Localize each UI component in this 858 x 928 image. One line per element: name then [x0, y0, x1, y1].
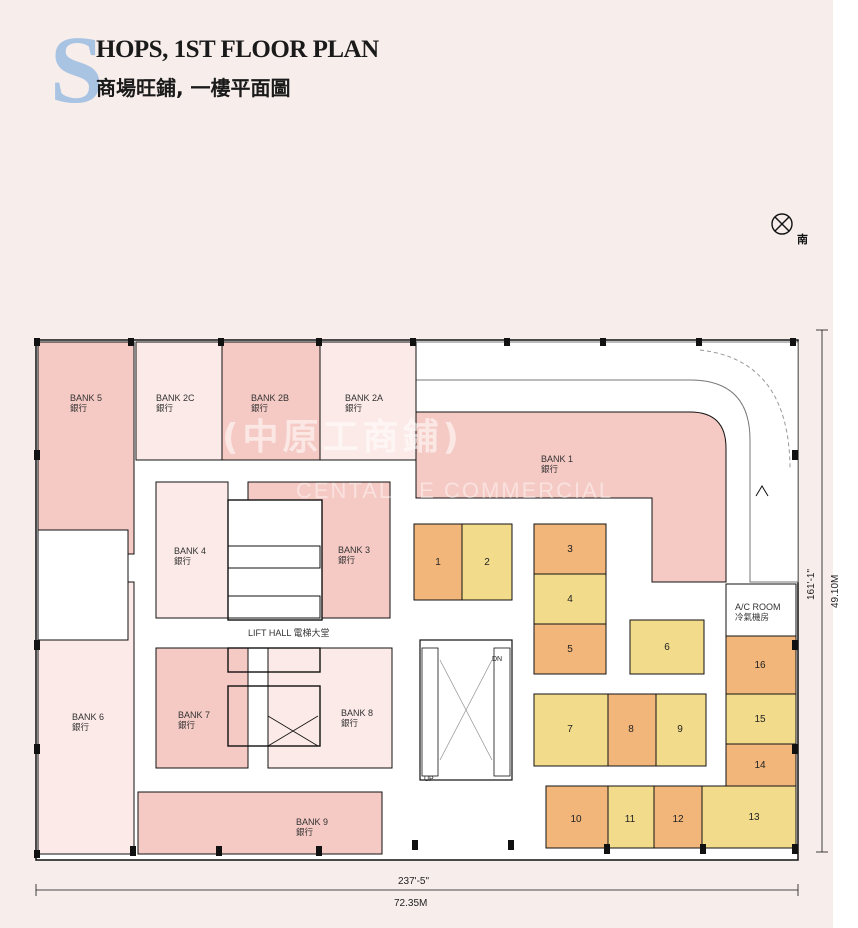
- watermark-chinese: (中原工商鋪): [222, 417, 463, 458]
- shop-12-label: 12: [672, 814, 684, 825]
- shop-3-label: 3: [567, 544, 573, 555]
- bank-2a-area: [319, 341, 417, 461]
- shop-13-label: 13: [748, 812, 760, 823]
- shop-12-area: [653, 785, 703, 849]
- title-english: HOPS, 1ST FLOOR PLAN: [96, 36, 379, 63]
- shop-9-label: 9: [677, 724, 683, 735]
- shop-2-label: 2: [484, 557, 490, 568]
- shop-2-area: [461, 523, 513, 601]
- ac-room-area: [725, 583, 797, 637]
- bank-2c-area: [135, 341, 223, 461]
- lift-hall-label: LIFT HALL 電梯大堂: [248, 628, 330, 639]
- title-chinese: 商場旺鋪, 一樓平面圖: [96, 76, 291, 100]
- shop-16-area: [725, 635, 797, 695]
- shop-8-label: 8: [628, 724, 634, 735]
- shop-5-area: [533, 623, 607, 675]
- title-initial: S: [50, 16, 104, 123]
- shop-6-area: [629, 619, 705, 675]
- shop-4-label: 4: [567, 594, 573, 605]
- shop-5-label: 5: [567, 644, 573, 655]
- shop-9-area: [655, 693, 707, 767]
- north-label: 南: [797, 233, 808, 246]
- driveway: [415, 341, 799, 583]
- bank-9-area: [137, 791, 383, 855]
- toilet-block: [37, 529, 129, 641]
- shop-14-area: [725, 743, 797, 787]
- width-metric: 72.35M: [394, 898, 428, 909]
- shop-16-label: 16: [754, 660, 766, 671]
- shop-15-area: [725, 693, 797, 745]
- shop-10-label: 10: [570, 814, 582, 825]
- width-imperial: 237'-5": [398, 876, 430, 887]
- shop-1-area: [413, 523, 463, 601]
- bank-2b-area: [221, 341, 321, 461]
- shop-3-area: [533, 523, 607, 575]
- escalator-dn-label: DN: [492, 656, 503, 663]
- depth-imperial: 161'-1": [806, 568, 817, 600]
- shop-7-area: [533, 693, 609, 767]
- bank-4-area: [155, 481, 229, 619]
- shop-15-label: 15: [754, 714, 766, 725]
- depth-metric: 49.10M: [830, 574, 841, 608]
- shop-1-label: 1: [435, 557, 441, 568]
- lift-core-upper: [227, 499, 323, 621]
- escalator-up-label: UP: [424, 776, 434, 783]
- structural-columns: [34, 338, 798, 858]
- shop-11-label: 11: [624, 814, 636, 825]
- shop-11-area: [607, 785, 655, 849]
- watermark-english: CENTALINE COMMERCIAL: [296, 478, 614, 503]
- page-edge: [833, 0, 858, 928]
- shop-7-label: 7: [567, 724, 573, 735]
- bank-7-area: [155, 647, 249, 769]
- bank-8-area: [267, 647, 393, 769]
- lift-core-lower: [227, 647, 321, 673]
- bank-1-area: [415, 411, 727, 583]
- shop-6-label: 6: [664, 642, 670, 653]
- shop-10-area: [545, 785, 609, 849]
- shop-8-area: [607, 693, 657, 767]
- north-arrow-icon: [771, 213, 793, 235]
- shop-14-label: 14: [754, 760, 766, 771]
- bank-5-area: [37, 341, 135, 555]
- shop-13-area: [701, 785, 797, 849]
